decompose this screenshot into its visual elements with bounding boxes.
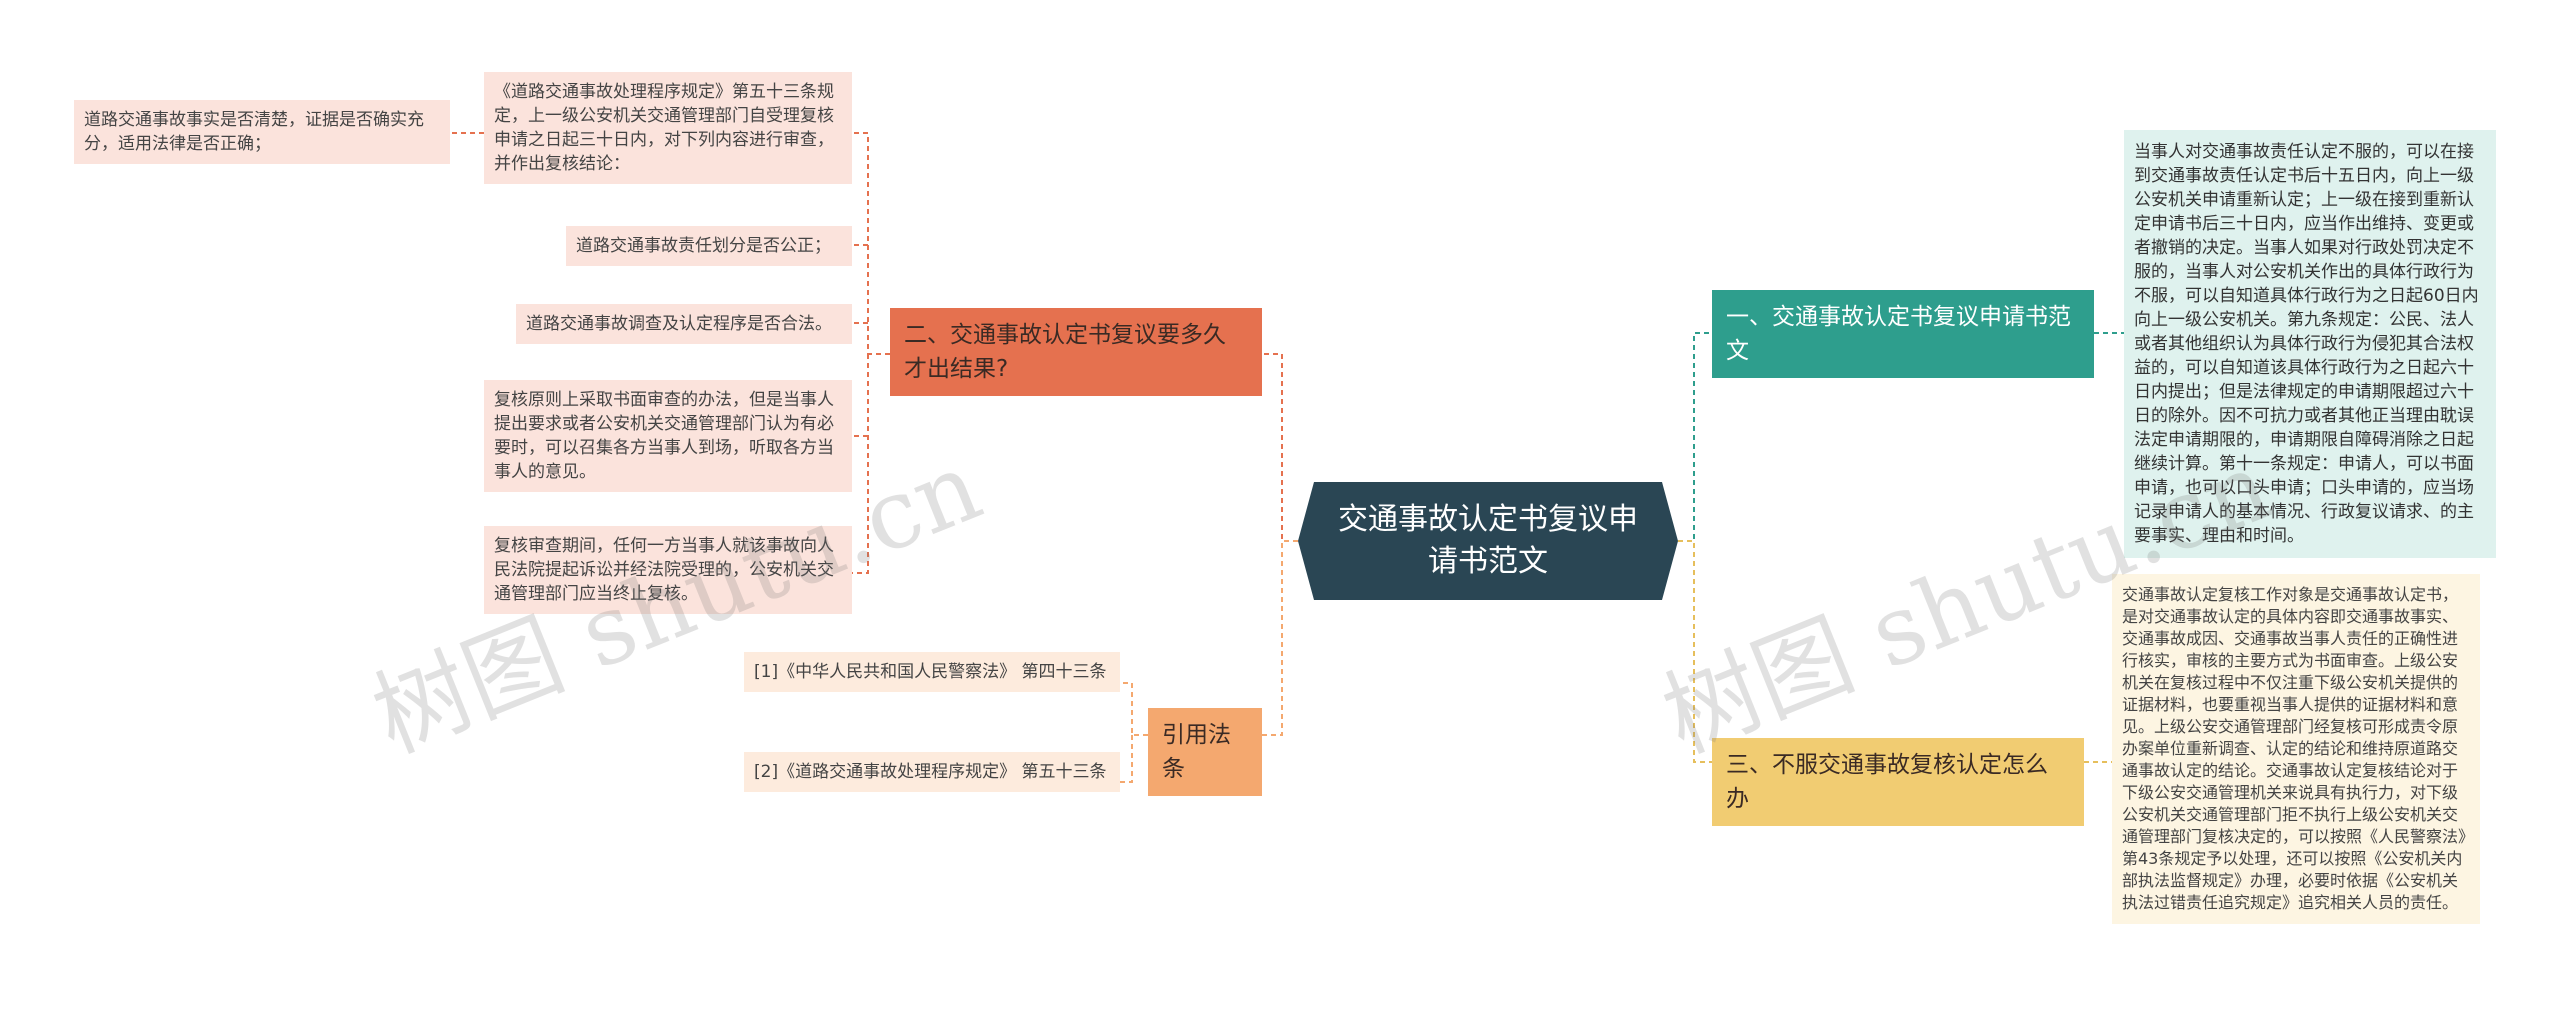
branch-application-sample-title: 一、交通事故认定书复议申请书范文: [1726, 304, 2071, 364]
link-root-b1: [1678, 332, 1712, 542]
link-root-b2: [1262, 353, 1298, 542]
branch-disagree-review-title: 三、不服交通事故复核认定怎么办: [1726, 752, 2048, 812]
leaf-procedure-legal[interactable]: 道路交通事故调查及认定程序是否合法。: [516, 304, 852, 344]
branch-cited-laws[interactable]: 引用法条: [1148, 708, 1262, 796]
leaf-responsibility-fair[interactable]: 道路交通事故责任划分是否公正；: [566, 226, 852, 266]
leaf-facts-evidence-text: 道路交通事故事实是否清楚，证据是否确实充分，适用法律是否正确；: [84, 110, 424, 154]
leaf-written-review[interactable]: 复核原则上采取书面审查的办法，但是当事人提出要求或者公安机关交通管理部门认为有必…: [484, 380, 852, 492]
link-b2-leaves: [852, 132, 890, 574]
leaf-written-review-text: 复核原则上采取书面审查的办法，但是当事人提出要求或者公安机关交通管理部门认为有必…: [494, 390, 834, 482]
leaf-application-rules-text: 当事人对交通事故责任认定不服的，可以在接到交通事故责任认定书后十五日内，向上一级…: [2134, 142, 2479, 546]
root-topic[interactable]: 交通事故认定书复议申请书范文: [1298, 482, 1678, 600]
link-root-cite: [1262, 540, 1298, 736]
root-title: 交通事故认定书复议申请书范文: [1338, 502, 1638, 579]
leaf-citation-police-law[interactable]: [1]《中华人民共和国人民警察法》 第四十三条: [744, 652, 1120, 692]
leaf-citation-procedure[interactable]: [2]《道路交通事故处理程序规定》 第五十三条: [744, 752, 1120, 792]
leaf-citation-procedure-text: [2]《道路交通事故处理程序规定》 第五十三条: [754, 762, 1107, 782]
leaf-review-handling[interactable]: 交通事故认定复核工作对象是交通事故认定书，是对交通事故认定的具体内容即交通事故事…: [2112, 574, 2480, 924]
leaf-facts-evidence[interactable]: 道路交通事故事实是否清楚，证据是否确实充分，适用法律是否正确；: [74, 100, 450, 164]
branch-disagree-review[interactable]: 三、不服交通事故复核认定怎么办: [1712, 738, 2084, 826]
branch-review-duration[interactable]: 二、交通事故认定书复议要多久才出结果?: [890, 308, 1262, 396]
leaf-review-content-rule[interactable]: 《道路交通事故处理程序规定》第五十三条规定，上一级公安机关交通管理部门自受理复核…: [484, 72, 852, 184]
leaf-responsibility-fair-text: 道路交通事故责任划分是否公正；: [576, 236, 831, 256]
leaf-terminate-review-text: 复核审查期间，任何一方当事人就该事故向人民法院提起诉讼并经法院受理的，公安机关交…: [494, 536, 834, 604]
leaf-review-handling-text: 交通事故认定复核工作对象是交通事故认定书，是对交通事故认定的具体内容即交通事故事…: [2122, 585, 2467, 912]
leaf-application-rules[interactable]: 当事人对交通事故责任认定不服的，可以在接到交通事故责任认定书后十五日内，向上一级…: [2124, 130, 2496, 558]
link-root-b3: [1678, 540, 1712, 763]
branch-review-duration-title: 二、交通事故认定书复议要多久才出结果?: [904, 322, 1226, 382]
branch-application-sample[interactable]: 一、交通事故认定书复议申请书范文: [1712, 290, 2094, 378]
link-cite-leaves: [1120, 682, 1148, 783]
leaf-terminate-review[interactable]: 复核审查期间，任何一方当事人就该事故向人民法院提起诉讼并经法院受理的，公安机关交…: [484, 526, 852, 614]
leaf-citation-police-law-text: [1]《中华人民共和国人民警察法》 第四十三条: [754, 662, 1107, 682]
leaf-procedure-legal-text: 道路交通事故调查及认定程序是否合法。: [526, 314, 832, 334]
branch-cited-laws-title: 引用法条: [1162, 722, 1231, 782]
leaf-review-content-rule-text: 《道路交通事故处理程序规定》第五十三条规定，上一级公安机关交通管理部门自受理复核…: [494, 82, 834, 174]
